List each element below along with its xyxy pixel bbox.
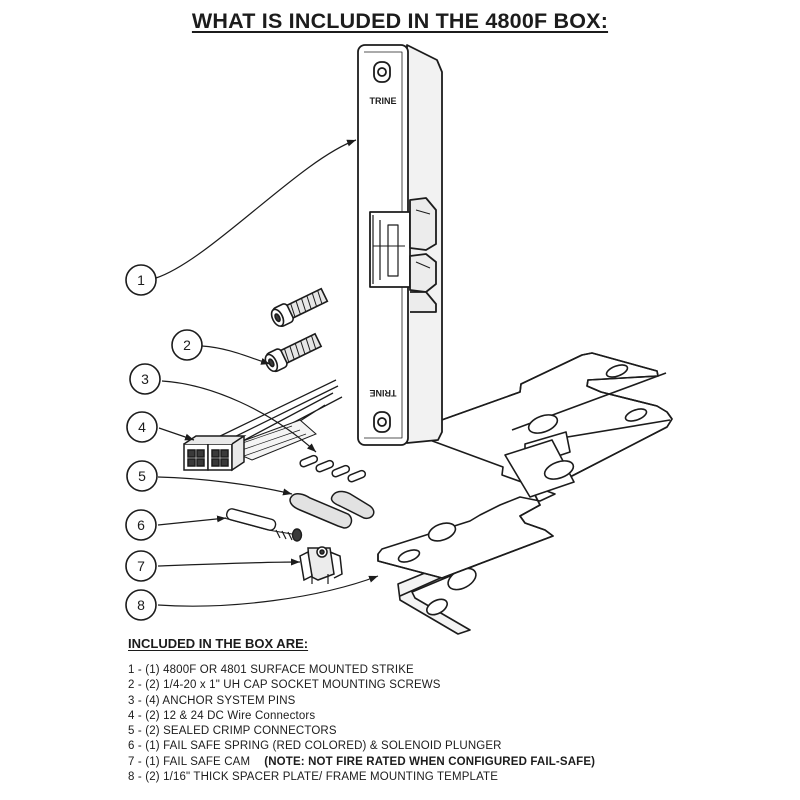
list-item: 2 - (2) 1/4-20 x 1" UH CAP SOCKET MOUNTI… [128,678,688,693]
list-item: 4 - (2) 12 & 24 DC Wire Connectors [128,709,688,724]
contents-heading: INCLUDED IN THE BOX ARE: [128,636,309,651]
strike-brand-label-bottom: TRINE [370,388,397,398]
list-item: 6 - (1) FAIL SAFE SPRING (RED COLORED) &… [128,739,688,754]
page-title: WHAT IS INCLUDED IN THE 4800F BOX: [191,9,609,33]
contents-list: 1 - (1) 4800F OR 4801 SURFACE MOUNTED ST… [128,663,688,785]
strike-brand-label-top: TRINE [370,96,397,106]
list-item-text: 1 - (1) 4800F OR 4801 SURFACE MOUNTED ST… [128,664,414,676]
mounting-screws-illustration [264,287,329,373]
box-contents-section: INCLUDED IN THE BOX ARE: 1 - (1) 4800F O… [128,636,688,785]
strike-body-illustration [357,44,443,446]
list-item: 5 - (2) SEALED CRIMP CONNECTORS [128,724,688,739]
callout-number: 4 [138,419,146,435]
callout-number: 5 [138,468,146,484]
list-item: 7 - (1) FAIL SAFE CAM (NOTE: NOT FIRE RAT… [128,755,688,770]
list-item: 1 - (1) 4800F OR 4801 SURFACE MOUNTED ST… [128,663,688,678]
callout-6: 6 [125,509,157,541]
wire-connectors-illustration [183,379,343,472]
spring-plunger-illustration [223,508,303,542]
callout-1: 1 [125,264,157,296]
callout-5: 5 [126,460,158,492]
list-item-text: 6 - (1) FAIL SAFE SPRING (RED COLORED) &… [128,740,502,753]
anchor-pins-illustration [299,454,367,483]
callout-number: 3 [141,371,149,387]
list-item-text: 7 - (1) FAIL SAFE CAM [128,755,251,768]
list-item: 3 - (4) ANCHOR SYSTEM PINS [128,694,688,709]
fail-safe-cam-illustration [299,546,343,584]
callout-number: 2 [183,337,191,353]
callout-3: 3 [129,363,161,395]
list-item-text: 2 - (2) 1/4-20 x 1" UH CAP SOCKET MOUNTI… [128,679,441,692]
list-item: 8 - (2) 1/16" THICK SPACER PLATE/ FRAME … [128,770,688,785]
callout-4: 4 [126,411,158,443]
list-item-text: 8 - (2) 1/16" THICK SPACER PLATE/ FRAME … [128,771,499,784]
list-item-text: 4 - (2) 12 & 24 DC Wire Connectors [128,709,316,722]
callout-leaders [155,139,379,607]
spacer-plate-illustration [377,352,673,635]
list-item-text: 3 - (4) ANCHOR SYSTEM PINS [128,694,296,707]
fire-rating-note: (NOTE: NOT FIRE RATED WHEN CONFIGURED FA… [264,755,596,768]
callout-number: 6 [137,517,145,533]
callout-number: 7 [137,558,145,574]
exploded-parts-diagram: TRINE TRINE [125,44,673,635]
callout-8: 8 [125,589,157,621]
list-item-text: 5 - (2) SEALED CRIMP CONNECTORS [128,725,337,738]
callout-number: 8 [137,597,145,613]
callout-7: 7 [125,550,157,582]
callout-2: 2 [171,329,203,361]
callout-number: 1 [137,272,145,288]
crimp-connectors-illustration [289,490,375,529]
